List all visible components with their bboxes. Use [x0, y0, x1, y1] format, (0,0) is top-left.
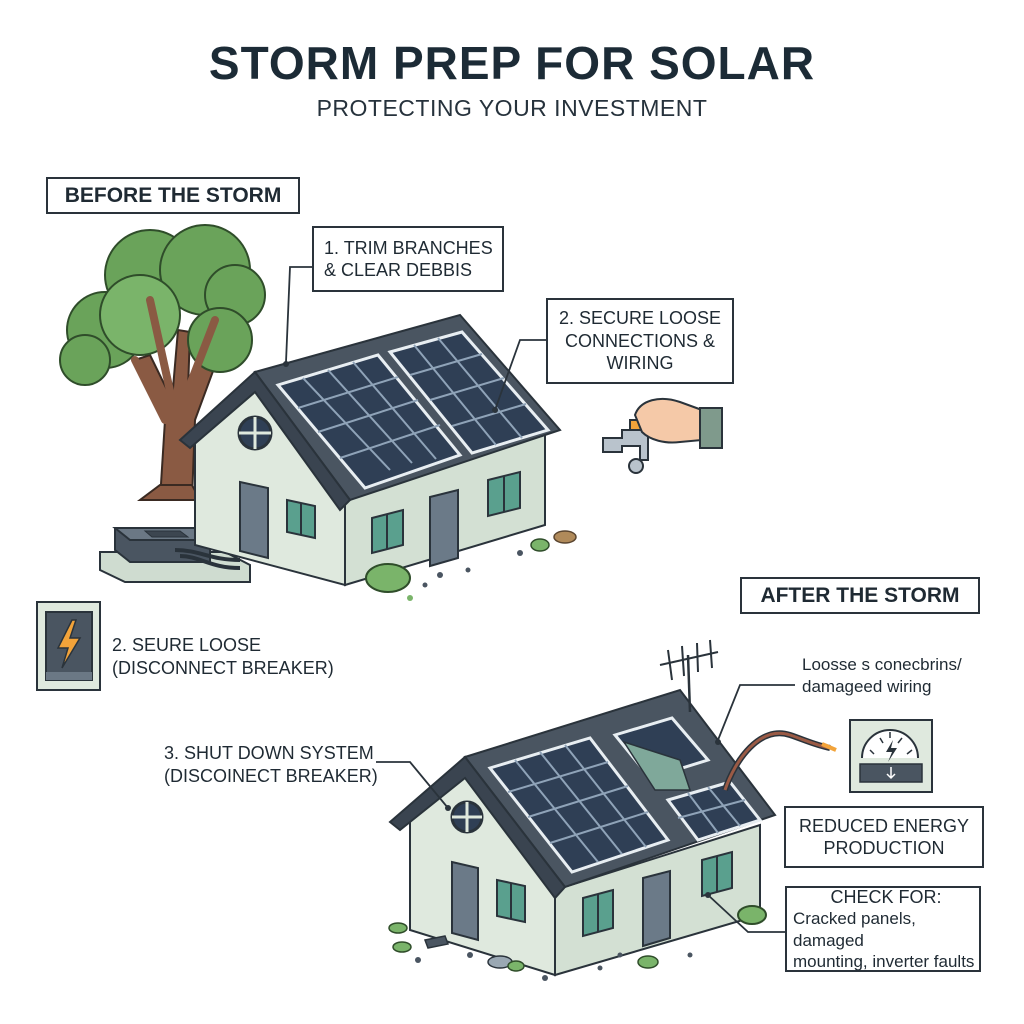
ground-debris-after	[388, 905, 767, 981]
solar-panel-icon-after	[487, 716, 763, 874]
callout-trim-line2: & CLEAR DEBBIS	[324, 260, 473, 280]
tree-icon	[59, 224, 266, 501]
label-shutdown-line2: (DISCOINECT BREAKER)	[164, 766, 378, 787]
page-subtitle: PROTECTING YOUR INVESTMENT	[316, 95, 708, 121]
callout-check-for: CHECK FOR: Cracked panels, damaged mount…	[785, 886, 981, 972]
label-wiring-line1: Loosse s conecbrins/	[802, 655, 962, 674]
callout-reduced-energy: REDUCED ENERGY PRODUCTION	[784, 806, 984, 868]
callout-reduced-line1: REDUCED ENERGY	[798, 815, 970, 836]
callout-check-line3: mounting, inverter faults	[793, 951, 975, 971]
lightning-icon	[56, 619, 82, 669]
section-before-heading: BEFORE THE STORM	[46, 177, 300, 214]
callout-trim-branches: 1. TRIM BRANCHES & CLEAR DEBBIS	[312, 226, 504, 292]
callout-secure-line3: WIRING	[606, 353, 674, 374]
wire-icon	[722, 730, 837, 791]
gauge-icon	[849, 719, 933, 793]
label-shut-down-system: 3. SHUT DOWN SYSTEM (DISCOINECT BREAKER)	[164, 742, 384, 789]
label-damaged-wiring: Loosse s conecbrins/ damageed wiring	[802, 654, 1012, 698]
ground-debris	[365, 530, 577, 601]
callout-secure-line2: CONNECTIONS &	[564, 330, 715, 351]
callout-secure-line1: 2. SECURE LOOSE	[558, 308, 722, 329]
leader-lines	[285, 266, 795, 933]
label-disconnect-line1: 2. SEURE LOOSE	[112, 635, 262, 655]
callout-secure-connections: 2. SECURE LOOSE CONNECTIONS & WIRING	[546, 298, 734, 384]
section-after-heading: AFTER THE STORM	[740, 577, 980, 614]
antenna-icon	[659, 639, 719, 713]
callout-check-line2: Cracked panels, damaged	[793, 909, 916, 950]
callout-reduced-line2: PRODUCTION	[823, 838, 945, 858]
label-wiring-line2: damageed wiring	[802, 677, 932, 697]
callout-check-title: CHECK FOR:	[830, 886, 942, 907]
page-title: STORM PREP FOR SOLAR	[208, 37, 816, 89]
label-disconnect-breaker: 2. SEURE LOOSE (DISCONNECT BREAKER)	[112, 634, 352, 681]
hand-icon	[633, 397, 723, 449]
callout-trim-line1: 1. TRIM BRANCHES	[324, 237, 493, 258]
solar-panel-icon	[275, 330, 551, 490]
label-disconnect-line2: (DISCONNECT BREAKER)	[112, 658, 334, 679]
label-shutdown-line1: 3. SHUT DOWN SYSTEM	[164, 743, 374, 763]
